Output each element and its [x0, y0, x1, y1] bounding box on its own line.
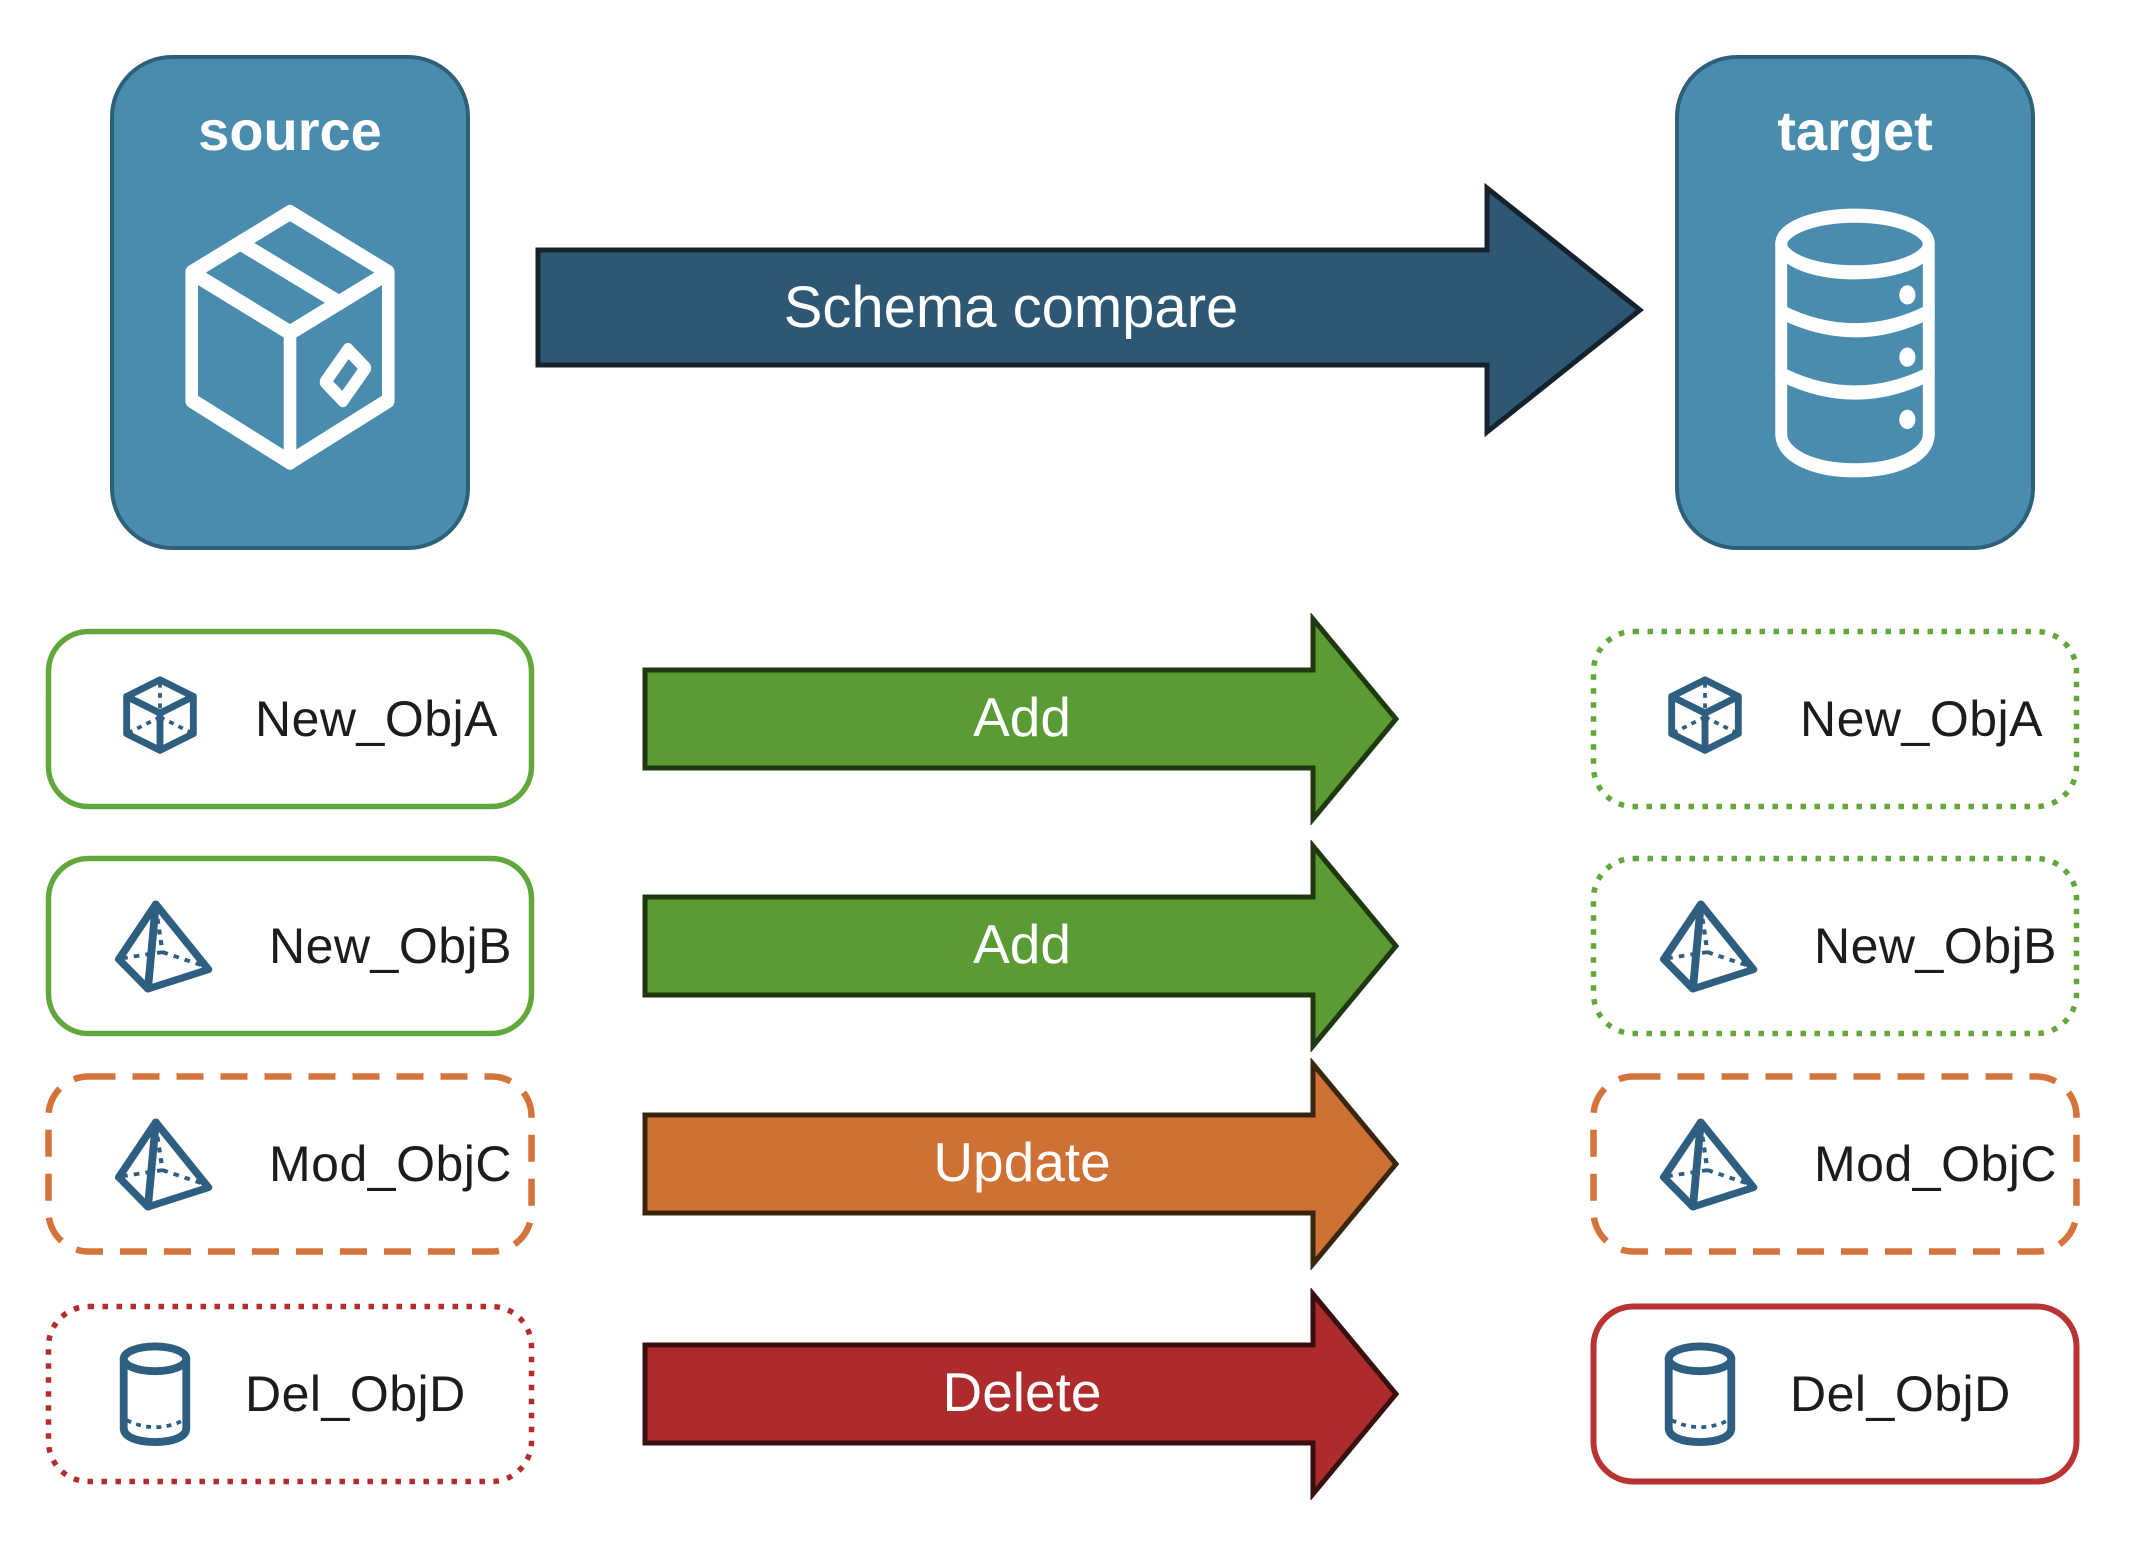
- target-node: target: [1675, 55, 2035, 550]
- object-label: Del_ObjD: [1790, 1366, 2011, 1422]
- cube-icon: [1656, 670, 1754, 768]
- package-box-icon: [164, 191, 416, 499]
- schema-compare-label: Schema compare: [783, 275, 1239, 340]
- target-object-box-new-obja: New_ObjA: [1590, 628, 2080, 810]
- object-label: New_ObjA: [1800, 691, 2043, 747]
- target-object-box-new-objb: New_ObjB: [1590, 855, 2080, 1037]
- update-arrow-row-3: Update: [642, 1058, 1402, 1270]
- add-arrow-row-1: Add: [642, 613, 1402, 825]
- source-node: source: [110, 55, 470, 550]
- object-label: New_ObjA: [255, 691, 498, 747]
- target-object-box-mod-objc: Mod_ObjC: [1590, 1073, 2080, 1255]
- pyramid-icon: [111, 1113, 223, 1215]
- action-label: Add: [973, 686, 1071, 748]
- cylinder-icon: [1656, 1342, 1744, 1446]
- schema-compare-arrow: Schema compare: [535, 183, 1645, 437]
- source-object-box-del-objd: Del_ObjD: [45, 1303, 535, 1485]
- add-arrow-row-2: Add: [642, 840, 1402, 1052]
- pyramid-icon: [111, 895, 223, 997]
- pyramid-icon: [1656, 895, 1768, 997]
- cylinder-icon: [111, 1342, 199, 1446]
- object-label: Mod_ObjC: [1814, 1136, 2057, 1192]
- right-arrow-shape: [642, 1058, 1400, 1270]
- right-arrow-shape: [535, 183, 1645, 437]
- object-label: New_ObjB: [269, 918, 512, 974]
- pyramid-icon: [1656, 1113, 1768, 1215]
- right-arrow-shape: [642, 840, 1400, 1052]
- source-object-box-new-obja: New_ObjA: [45, 628, 535, 810]
- right-arrow-shape: [642, 1288, 1400, 1500]
- object-label: Mod_ObjC: [269, 1136, 512, 1192]
- target-node-title: target: [1777, 99, 1933, 162]
- action-label: Delete: [942, 1361, 1102, 1423]
- right-arrow-shape: [642, 613, 1400, 825]
- target-object-box-del-objd: Del_ObjD: [1590, 1303, 2080, 1485]
- object-label: New_ObjB: [1814, 918, 2057, 974]
- database-icon: [1736, 193, 1974, 493]
- object-label: Del_ObjD: [245, 1366, 466, 1422]
- action-label: Update: [933, 1131, 1111, 1193]
- source-object-box-mod-objc: Mod_ObjC: [45, 1073, 535, 1255]
- delete-arrow-row-4: Delete: [642, 1288, 1402, 1500]
- action-label: Add: [973, 913, 1071, 975]
- cube-icon: [111, 670, 209, 768]
- source-object-box-new-objb: New_ObjB: [45, 855, 535, 1037]
- source-node-title: source: [198, 99, 382, 162]
